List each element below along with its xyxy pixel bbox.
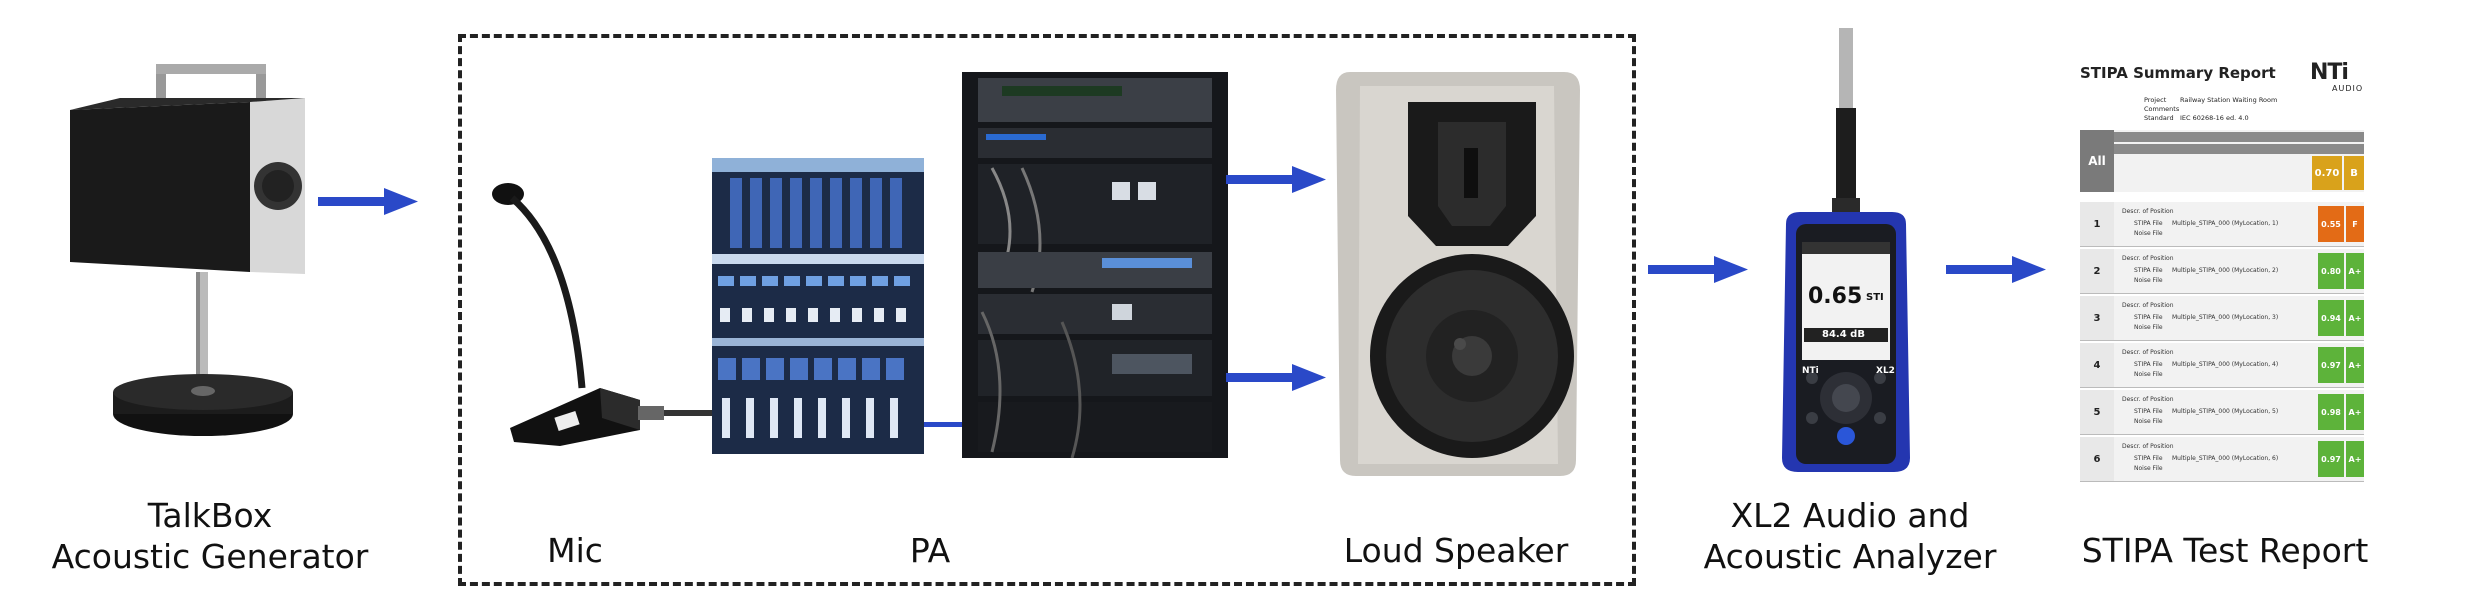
pa-label: PA: [909, 531, 951, 570]
mic-label: Mic: [547, 531, 603, 570]
report-row-noise-label: Noise File: [2134, 230, 2163, 237]
report-row-score: 0.94: [2318, 300, 2344, 336]
xl2-analyzer-illustration: [1782, 28, 1910, 472]
xl2-level: 84.4 dB: [1822, 329, 1865, 340]
stipa-report-document: STIPA Summary Report NTi AUDIO Project R…: [2074, 54, 2374, 484]
console-to-rack-cable: [924, 422, 964, 427]
xl2-analyzer: 0.65 STI 84.4 dB NTi XL2: [1776, 28, 1916, 474]
report-row-noise-label: Noise File: [2134, 465, 2163, 472]
report-all-header-bar: [2114, 132, 2364, 142]
talkbox-label-line1: TalkBox: [147, 496, 273, 535]
xl2-brand: NTi: [1802, 366, 1819, 376]
report-row-noise-label: Noise File: [2134, 324, 2163, 331]
microphone-illustration: [492, 183, 720, 446]
report-row-description: Descr. of Position: [2122, 302, 2174, 309]
mixing-console-illustration: [712, 158, 924, 454]
report-row-number: 6: [2080, 437, 2114, 481]
loud-speaker-label: Loud Speaker: [1343, 531, 1569, 570]
report-row-score: 0.55: [2318, 206, 2344, 242]
report-row-number: 4: [2080, 343, 2114, 387]
report-row-noise-label: Noise File: [2134, 277, 2163, 284]
talkbox-label: TalkBox Acoustic Generator: [40, 495, 380, 578]
xl2-label: XL2 Audio and Acoustic Analyzer: [1680, 495, 2020, 578]
equipment-rack: [962, 72, 1228, 458]
report-row-grade: A+: [2346, 300, 2364, 336]
report-standard-label: Standard: [2144, 114, 2174, 122]
report-row-noise-label: Noise File: [2134, 418, 2163, 425]
microphone: [490, 178, 720, 458]
report-standard-value: IEC 60268-16 ed. 4.0: [2180, 114, 2249, 122]
xl2-label-line2: Acoustic Analyzer: [1703, 537, 1997, 577]
report-project-value: Railway Station Waiting Room: [2180, 96, 2278, 104]
xl2-model: XL2: [1876, 366, 1895, 376]
xl2-sti-unit: STI: [1866, 292, 1884, 303]
xl2-sti-value: 0.65: [1808, 284, 1863, 309]
report-logo-sub: AUDIO: [2332, 84, 2364, 93]
arrow-rack-to-speaker-bottom: [1226, 364, 1326, 391]
report-row-noise-label: Noise File: [2134, 371, 2163, 378]
report-project-label: Project: [2144, 96, 2167, 104]
report-row-number: 3: [2080, 296, 2114, 340]
xl2-label-line1: XL2 Audio and: [1730, 496, 1970, 535]
report-all-grade: B: [2344, 156, 2364, 190]
report-row-file-label: STIPA File: [2134, 267, 2163, 274]
report-row-description: Descr. of Position: [2122, 396, 2174, 403]
report-title: STIPA Summary Report: [2080, 64, 2276, 82]
report-row-number: 1: [2080, 202, 2114, 246]
report-row-score: 0.80: [2318, 253, 2344, 289]
report-row-file: Multiple_STIPA_000 (MyLocation, 1): [2172, 220, 2279, 227]
report-label: STIPA Test Report: [2081, 531, 2369, 570]
report-row-file-label: STIPA File: [2134, 408, 2163, 415]
report-row-file: Multiple_STIPA_000 (MyLocation, 5): [2172, 408, 2279, 415]
report-row-description: Descr. of Position: [2122, 255, 2174, 262]
report-row-file: Multiple_STIPA_000 (MyLocation, 3): [2172, 314, 2279, 321]
report-all-header-bar-2: [2114, 144, 2364, 154]
pa-system-boundary: [458, 34, 1636, 586]
talkbox-device: [60, 62, 310, 462]
report-row-score: 0.98: [2318, 394, 2344, 430]
report-row-description: Descr. of Position: [2122, 208, 2174, 215]
report-row-score: 0.97: [2318, 441, 2344, 477]
report-row-score: 0.97: [2318, 347, 2344, 383]
report-row-number: 5: [2080, 390, 2114, 434]
mixing-console: [712, 158, 924, 454]
report-row-file-label: STIPA File: [2134, 361, 2163, 368]
report-row-file: Multiple_STIPA_000 (MyLocation, 6): [2172, 455, 2279, 462]
report-row-grade: A+: [2346, 441, 2364, 477]
loud-speaker: [1330, 66, 1584, 480]
report-row-grade: A+: [2346, 347, 2364, 383]
equipment-rack-illustration: [962, 72, 1228, 458]
report-row-number: 2: [2080, 249, 2114, 293]
report-row-file-label: STIPA File: [2134, 455, 2163, 462]
report-row-file-label: STIPA File: [2134, 314, 2163, 321]
report-logo: NTi: [2310, 60, 2349, 85]
arrow-xl2-to-report: [1946, 256, 2046, 283]
report-row-file-label: STIPA File: [2134, 220, 2163, 227]
arrow-rack-to-speaker-top: [1226, 166, 1326, 193]
report-row-file: Multiple_STIPA_000 (MyLocation, 4): [2172, 361, 2279, 368]
report-row-grade: F: [2346, 206, 2364, 242]
arrow-talkbox-to-mic: [318, 188, 418, 215]
report-all-label: All: [2080, 130, 2114, 192]
report-row-grade: A+: [2346, 253, 2364, 289]
report-all-score: 0.70: [2312, 156, 2342, 190]
arrow-speaker-to-xl2: [1648, 256, 1748, 283]
report-row-description: Descr. of Position: [2122, 349, 2174, 356]
report-row-description: Descr. of Position: [2122, 443, 2174, 450]
talkbox-label-line2: Acoustic Generator: [51, 537, 369, 577]
talkbox-illustration: [70, 64, 305, 436]
report-comments-label: Comments: [2144, 105, 2180, 113]
loud-speaker-illustration: [1336, 72, 1580, 476]
report-row-file: Multiple_STIPA_000 (MyLocation, 2): [2172, 267, 2279, 274]
report-all-row: All 0.70 B: [2080, 130, 2364, 192]
report-row-grade: A+: [2346, 394, 2364, 430]
